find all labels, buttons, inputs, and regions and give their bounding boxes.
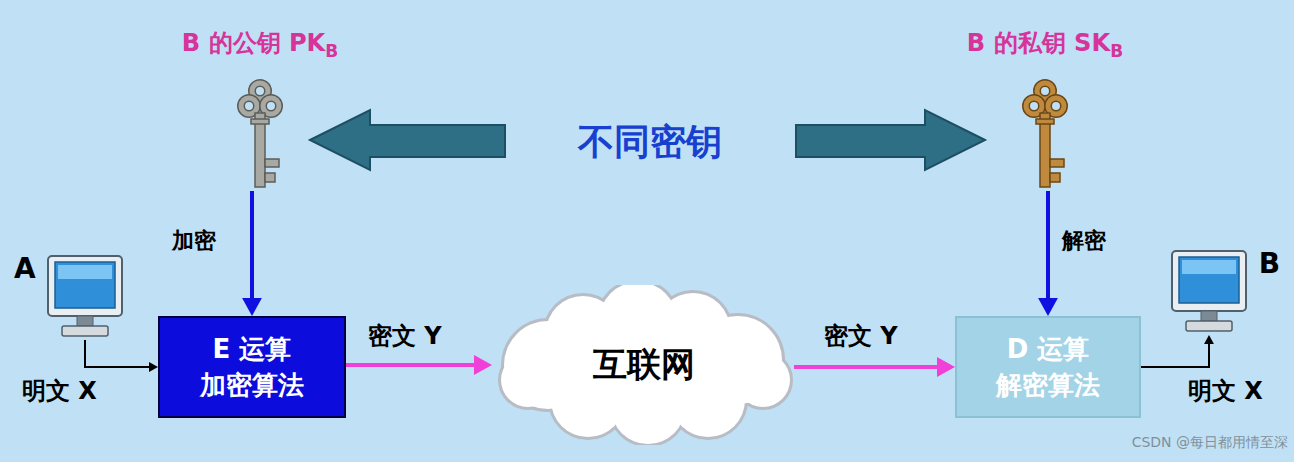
connector [1141,335,1214,367]
computer-node: B [1160,245,1282,340]
plaintext-label: 明文 X [22,375,97,407]
connector-line [1141,342,1209,367]
key-node: B 的私钥 SKB [925,26,1165,191]
key-title: B 的公钥 PK [182,29,326,57]
computer-label: B [1259,247,1280,280]
process-box: D 运算解密算法 [955,316,1141,418]
edge-label: 加密 [172,226,216,256]
double-arrow-left [310,110,505,170]
edge-label: 密文 Y [368,320,442,352]
plaintext-label: 明文 X [1188,375,1263,407]
watermark: CSDN @每日都用情至深 [1132,434,1288,452]
connector-line [85,340,151,367]
arrow-head [149,362,158,372]
arrow-head [1204,335,1214,344]
process-box: E 运算加密算法 [158,316,346,418]
computer-icon [46,254,124,340]
edge-label: 解密 [1062,226,1106,256]
box-text: 解密算法 [996,367,1100,403]
connector [242,191,262,316]
arrow-head [242,298,262,316]
key-icon [1015,79,1075,191]
computer-icon [1170,249,1248,335]
key-subscript: B [1110,41,1123,61]
key-title: B 的私钥 SK [967,29,1110,57]
connector-line [346,363,478,367]
connector [346,355,492,375]
box-text: 加密算法 [200,367,304,403]
connector [85,340,158,372]
connector-line [794,365,941,369]
cloud-text: 互联网 [593,342,695,388]
box-text: D 运算 [1007,331,1090,367]
box-text: E 运算 [213,331,292,367]
edge-label: 密文 Y [824,320,898,352]
arrow-head [1038,298,1058,316]
arrow-head [474,355,492,375]
computer-label: A [14,252,36,285]
key-icon [230,79,290,191]
key-subscript: B [325,41,338,61]
arrow-head [937,357,955,377]
double-arrow-right [796,110,985,170]
connector-line [1046,191,1050,302]
network-cloud: 互联网 [488,285,800,445]
key-node: B 的公钥 PKB [140,26,380,191]
center-label: 不同密钥 [578,118,722,167]
connector [1038,191,1058,316]
connector [794,357,955,377]
connector-line [250,191,254,302]
computer-node: A [14,250,124,340]
